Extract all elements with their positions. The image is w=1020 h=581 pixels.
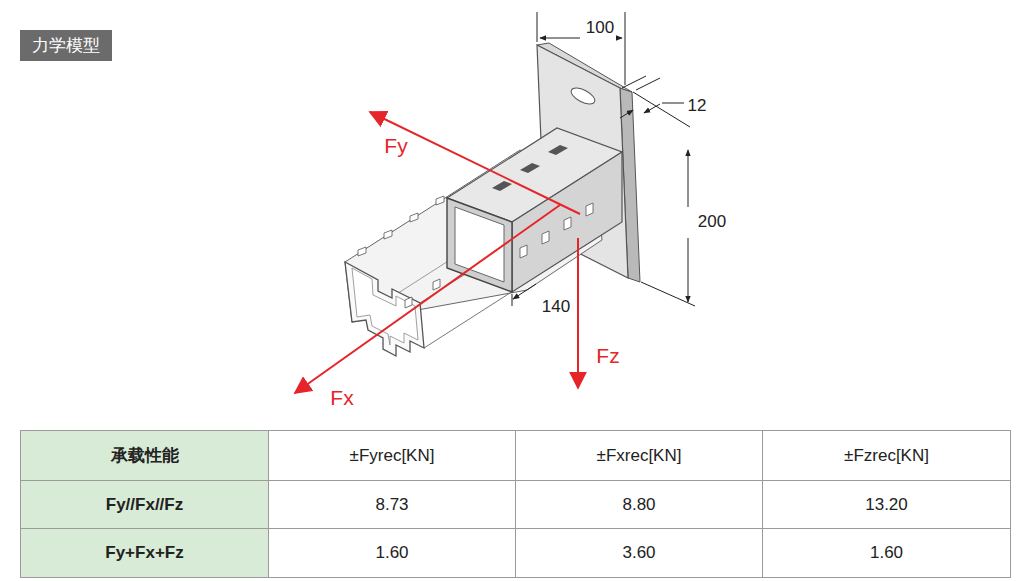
- slot-hole: [586, 203, 593, 216]
- table-text: 1.60: [375, 543, 408, 563]
- section-badge: 力学模型: [20, 30, 112, 61]
- table-text: Fy+Fx+Fz: [105, 543, 183, 563]
- force-arrows: [295, 112, 580, 393]
- dimension: 100: [586, 18, 614, 38]
- table-cell: Fy//Fx//Fz: [20, 480, 269, 529]
- table-cell: 8.80: [515, 480, 763, 529]
- slot-hole: [564, 217, 571, 230]
- dimension: 12: [688, 96, 707, 116]
- table-cell: ±Fzrec[KN]: [762, 430, 1011, 481]
- slot-hole: [542, 231, 549, 244]
- slot-hole: [548, 145, 568, 155]
- slot-hole: [358, 247, 366, 256]
- dimension: 140: [542, 297, 570, 317]
- slot-hole: [520, 163, 540, 173]
- table-cell: 1.60: [762, 528, 1011, 578]
- force-label: Fz: [596, 344, 619, 368]
- table-text: 13.20: [865, 495, 908, 515]
- table-text: ±Fzrec[KN]: [844, 446, 929, 466]
- slot-hole: [384, 230, 392, 239]
- slot-hole: [433, 279, 440, 290]
- force-label: Fy: [384, 134, 407, 158]
- table-text: Fy//Fx//Fz: [106, 495, 183, 515]
- table-cell: 1.60: [268, 528, 516, 578]
- table-cell: 8.73: [268, 480, 516, 529]
- table-cell: 3.60: [515, 528, 763, 578]
- table-cell: Fy+Fx+Fz: [20, 528, 269, 578]
- dimension: 200: [698, 212, 726, 232]
- slot-hole: [436, 196, 444, 205]
- table-cell: ±Fxrec[KN]: [515, 430, 763, 481]
- table-text: ±Fyrec[KN]: [350, 446, 435, 466]
- force-label: Fx: [330, 386, 353, 410]
- slot-hole: [405, 297, 412, 308]
- slot-hole: [492, 181, 512, 191]
- table-cell: 承载性能: [20, 430, 269, 481]
- table-cell: ±Fyrec[KN]: [268, 430, 516, 481]
- table-text: 1.60: [870, 543, 903, 563]
- table-text: 8.80: [622, 495, 655, 515]
- table-text: 8.73: [375, 495, 408, 515]
- dimension-lines: [512, 12, 695, 306]
- table-text: 3.60: [622, 543, 655, 563]
- table-text: 承载性能: [111, 444, 179, 467]
- slot-hole: [410, 213, 418, 222]
- table-text: ±Fxrec[KN]: [597, 446, 682, 466]
- table-cell: 13.20: [762, 480, 1011, 529]
- slot-hole: [520, 245, 527, 258]
